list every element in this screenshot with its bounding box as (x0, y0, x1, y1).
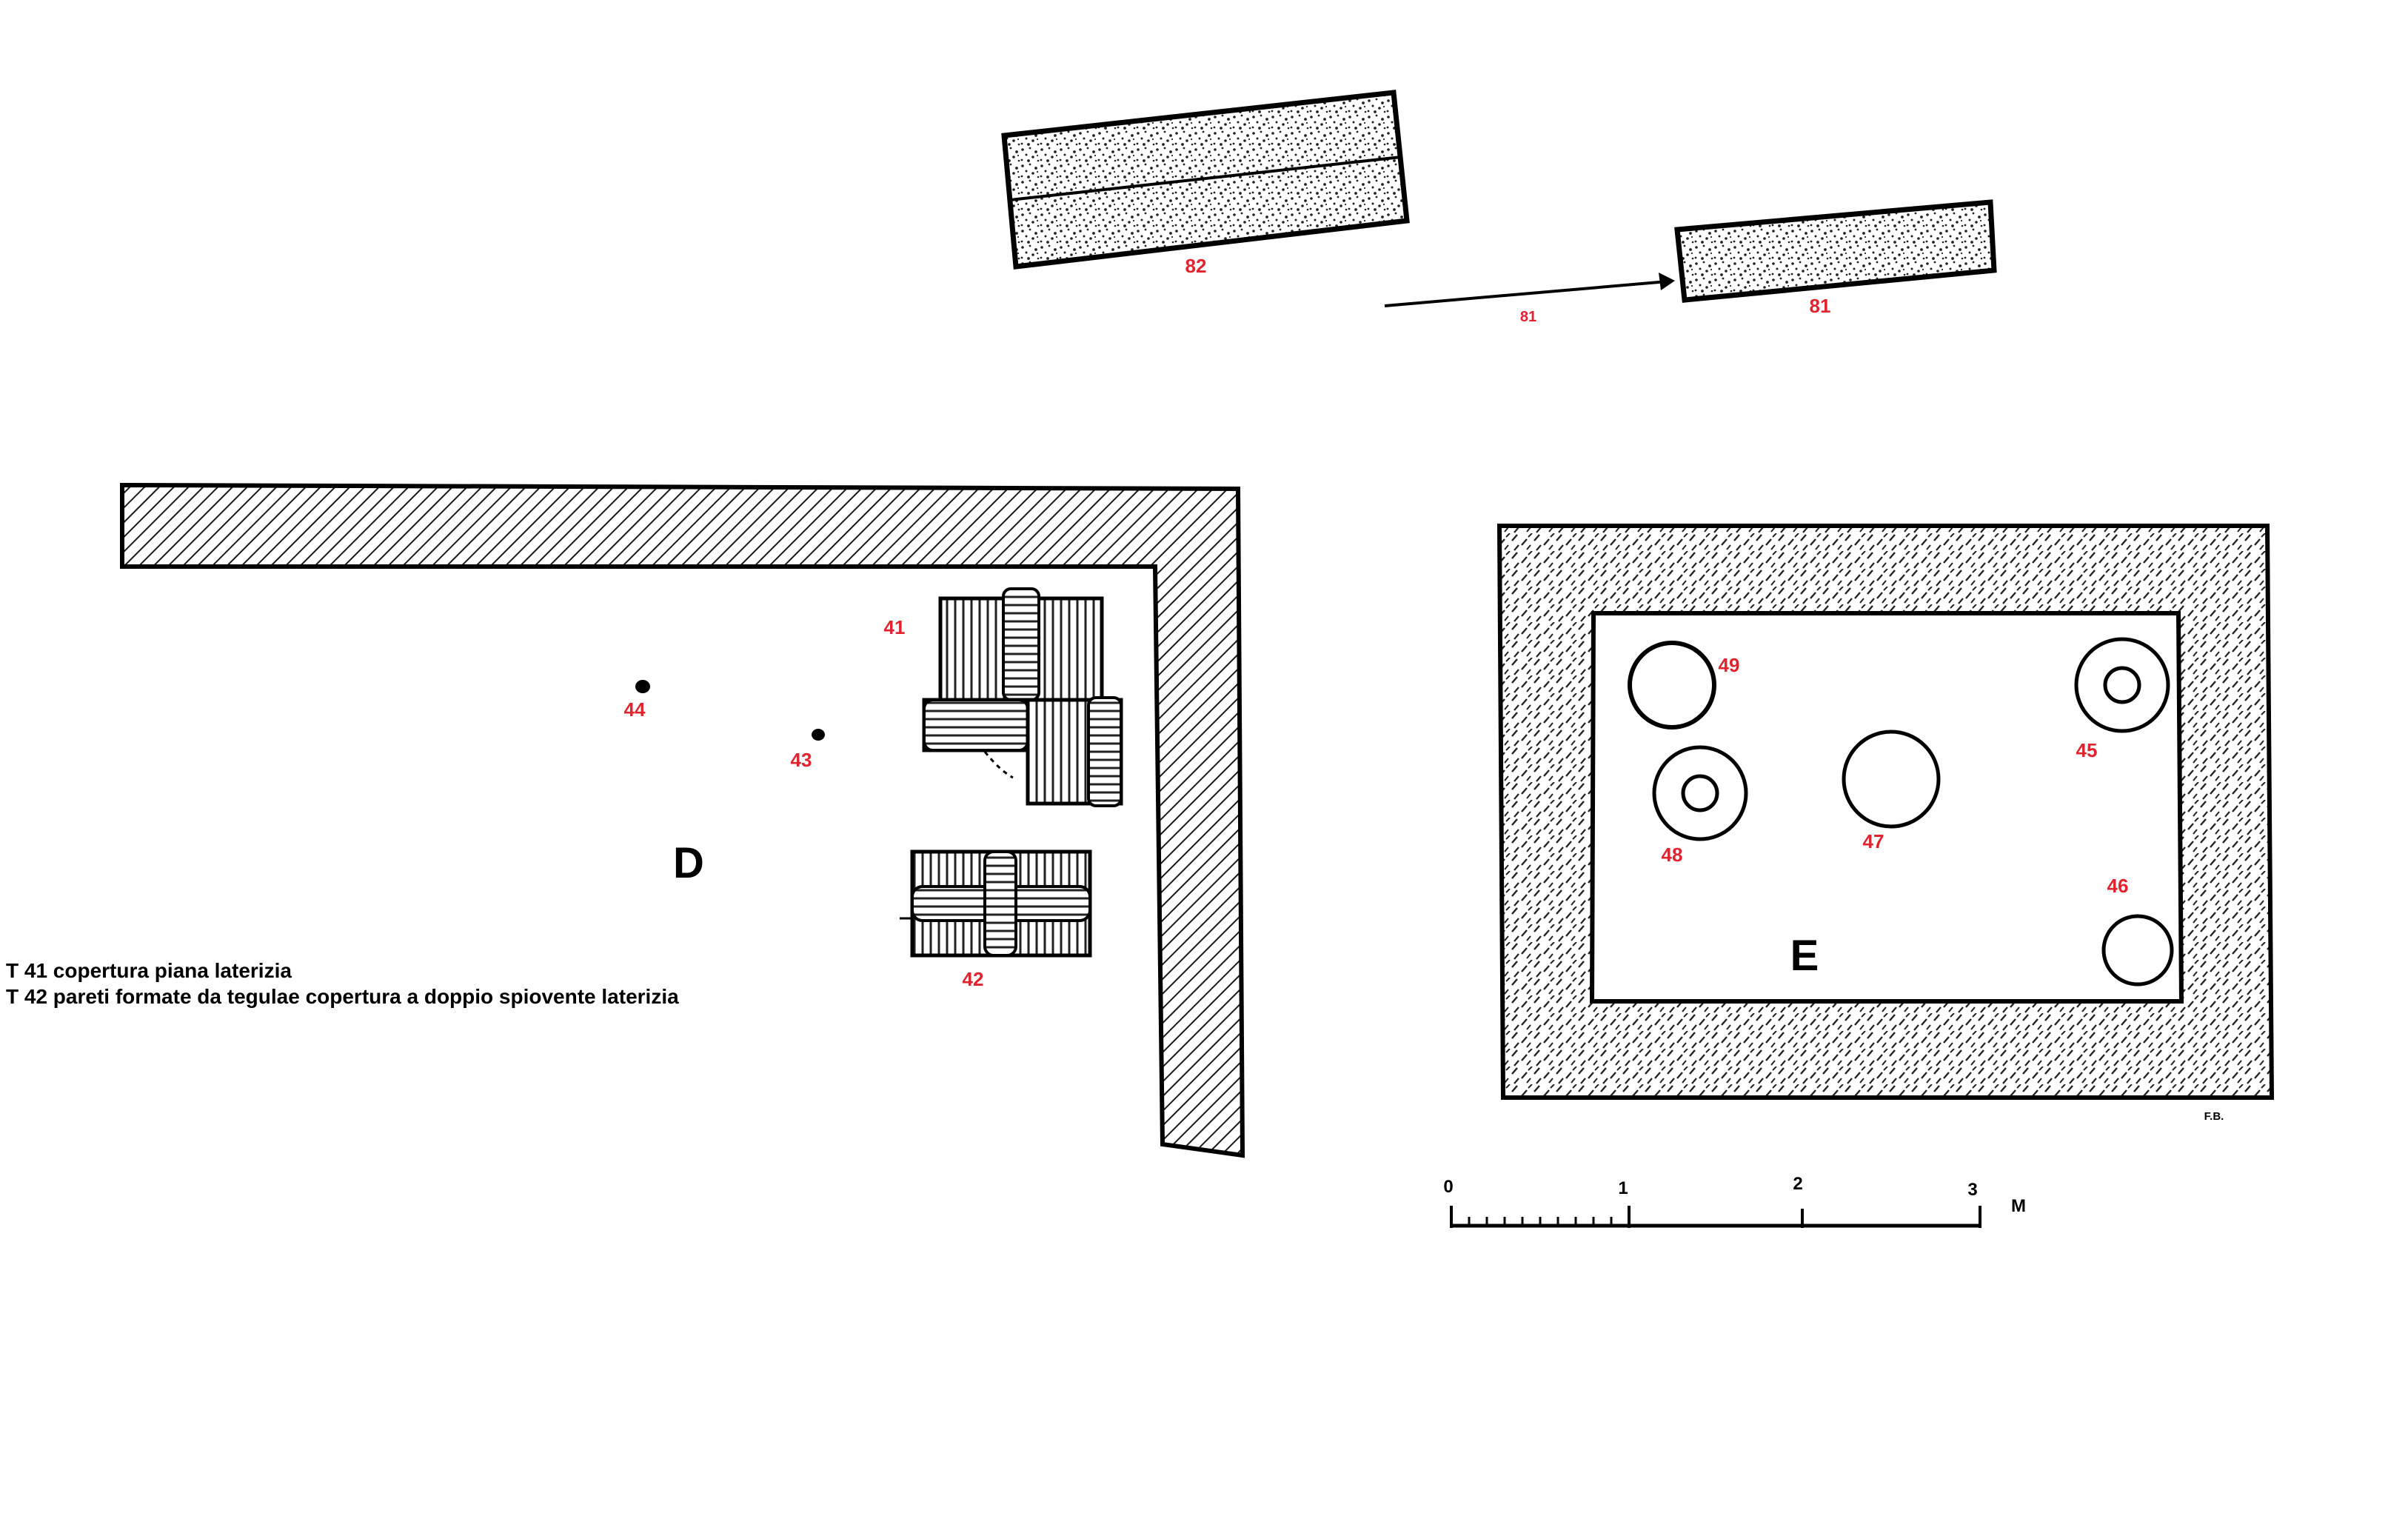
label-81-block: 81 (1810, 295, 1831, 317)
room-d-label: D (673, 839, 704, 887)
label-48: 48 (1662, 844, 1683, 866)
scale-label-0: 0 (1443, 1177, 1453, 1197)
feature-46 (2101, 914, 2174, 987)
posthole-44 (635, 680, 650, 693)
label-42: 42 (963, 968, 984, 990)
label-81-line: 81 (1520, 309, 1536, 325)
posthole-43 (812, 729, 825, 741)
arrow-to-81 (1384, 273, 1675, 307)
scale-label-1: 1 (1618, 1178, 1628, 1198)
room-d-wall (120, 482, 1245, 1158)
label-49: 49 (1719, 654, 1740, 676)
label-45: 45 (2076, 739, 2098, 761)
room-e-label: E (1790, 932, 1819, 980)
legend-line-1: T 41 copertura piana laterizia (6, 959, 292, 982)
label-46: 46 (2107, 875, 2129, 897)
feature-48 (1652, 745, 1748, 841)
scale-bar (1450, 1206, 1981, 1228)
label-43: 43 (791, 749, 812, 771)
credit-initials: F.B. (2204, 1110, 2224, 1123)
label-44: 44 (624, 698, 646, 721)
room-e-wall (1496, 524, 2275, 1100)
feature-45 (2074, 637, 2170, 733)
tomb-82 (1001, 90, 1410, 270)
label-47: 47 (1863, 830, 1884, 852)
feature-47 (1842, 730, 1941, 829)
label-41: 41 (884, 616, 906, 638)
tomb-81 (1674, 199, 1997, 303)
tomb-42 (900, 849, 1092, 958)
scale-unit: M (2011, 1196, 2026, 1216)
scale-label-2: 2 (1793, 1174, 1802, 1194)
label-82: 82 (1185, 255, 1207, 277)
feature-49 (1628, 641, 1716, 730)
scale-label-3: 3 (1967, 1180, 1977, 1200)
tomb-41 (922, 587, 1123, 807)
legend-line-2: T 42 pareti formate da tegulae copertura… (6, 985, 679, 1008)
